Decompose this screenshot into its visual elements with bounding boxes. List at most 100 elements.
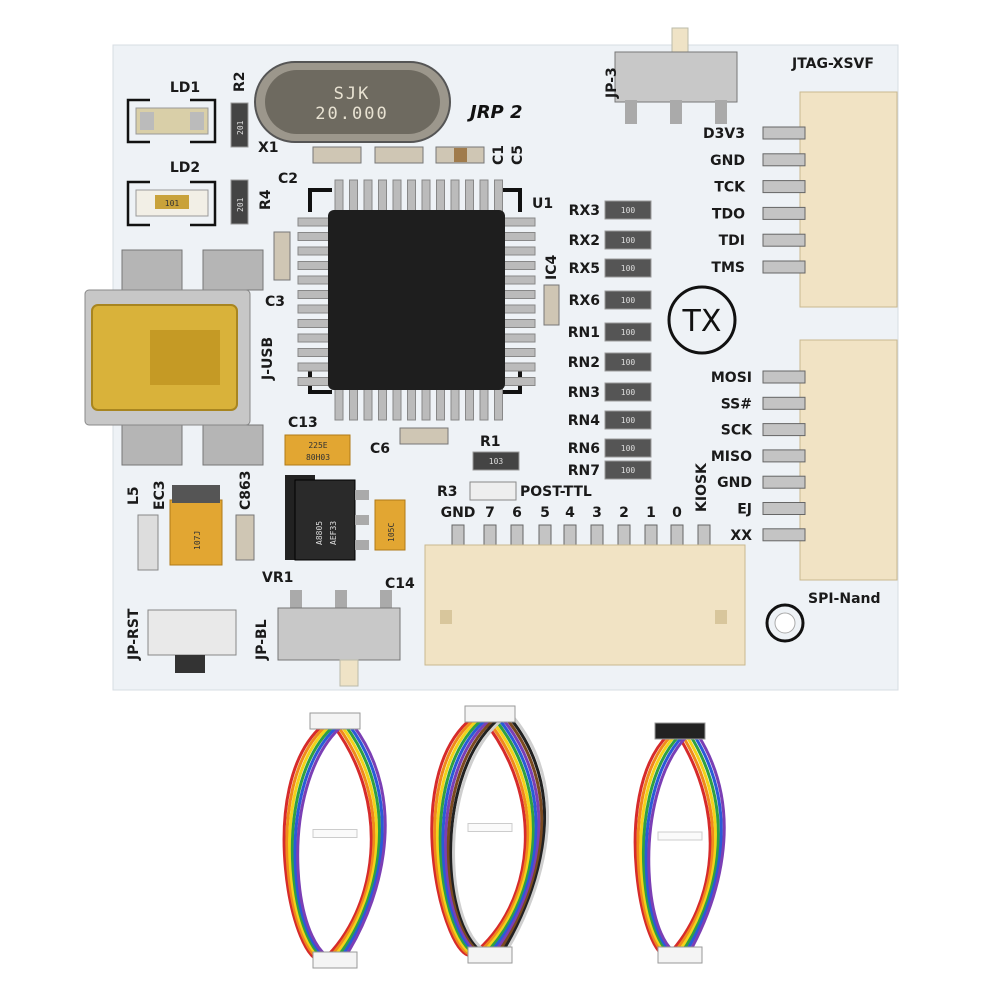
regulator-code: A8805 bbox=[315, 521, 324, 545]
rx-rn-label: RN1 bbox=[568, 325, 600, 341]
switch-jp3[interactable] bbox=[614, 27, 738, 124]
label-jp3: JP-3 bbox=[604, 67, 620, 99]
capacitor-c1 bbox=[374, 146, 424, 164]
resistor-rx6 bbox=[604, 290, 652, 310]
capacitor-c2 bbox=[312, 146, 362, 164]
spi-pin-label: EJ bbox=[737, 502, 752, 518]
chip-pin bbox=[297, 290, 331, 299]
chip-pin bbox=[502, 333, 536, 343]
switch-jp-bl[interactable] bbox=[277, 590, 401, 687]
label-c2: C2 bbox=[278, 171, 298, 187]
label-c5: C5 bbox=[510, 145, 526, 165]
led-ld1 bbox=[126, 98, 217, 144]
label-jp-rst: JP-RST bbox=[126, 608, 142, 661]
label-ld1: LD1 bbox=[170, 80, 200, 96]
jtag-pin-label: D3V3 bbox=[703, 126, 745, 142]
spi-pin bbox=[762, 528, 806, 542]
chip-pin bbox=[436, 387, 445, 421]
spi-pin-label: SS# bbox=[721, 396, 752, 412]
rn-code: 100 bbox=[621, 206, 636, 215]
jtag-pin bbox=[762, 233, 806, 247]
chip-pin bbox=[465, 179, 474, 213]
rn-code: 100 bbox=[621, 296, 636, 305]
rx-rn-label: RX6 bbox=[569, 293, 600, 309]
rx-rn-label: RN3 bbox=[568, 385, 600, 401]
rx-rn-label: RX2 bbox=[569, 233, 600, 249]
capacitor-c13 bbox=[284, 434, 351, 466]
spi-pin bbox=[762, 502, 806, 515]
resistor-rn2 bbox=[604, 352, 652, 372]
cable-dupont bbox=[633, 722, 726, 964]
crystal-label-2: 20.000 bbox=[315, 104, 388, 124]
capacitor-c14 bbox=[374, 499, 406, 551]
r2-code: 201 bbox=[236, 120, 245, 135]
post-connector[interactable] bbox=[424, 544, 746, 666]
resistor-r3 bbox=[469, 481, 517, 501]
jtag-pin-label: TDI bbox=[719, 233, 745, 249]
chip-pin bbox=[378, 387, 387, 421]
chip-pin bbox=[465, 387, 474, 421]
label-jp-bl: JP-BL bbox=[254, 619, 270, 661]
chip-pin bbox=[392, 179, 402, 213]
label-x1: X1 bbox=[258, 140, 279, 156]
chip-pin bbox=[363, 179, 373, 213]
label-r3: R3 bbox=[437, 484, 458, 500]
tx-logo-text: TX bbox=[682, 304, 722, 339]
rx-rn-label: RN4 bbox=[568, 413, 600, 429]
jtag-pin-label: TMS bbox=[711, 260, 745, 276]
label-r4: R4 bbox=[258, 189, 274, 210]
capacitor-c6 bbox=[399, 427, 449, 445]
resistor-rx5 bbox=[604, 258, 652, 278]
label-r2: R2 bbox=[232, 71, 248, 92]
switch-jp-rst[interactable] bbox=[147, 609, 237, 673]
jtag-connector[interactable] bbox=[799, 91, 898, 308]
chip-pin bbox=[297, 348, 331, 357]
rx-rn-label: RN7 bbox=[568, 463, 600, 479]
ld2-code: 101 bbox=[165, 199, 180, 208]
spi-connector[interactable] bbox=[799, 339, 898, 581]
cable-connector-top bbox=[309, 712, 361, 730]
resistor-rn7 bbox=[604, 460, 652, 480]
label-c14: C14 bbox=[385, 576, 415, 592]
cable-6pin bbox=[282, 712, 387, 969]
label-u1: U1 bbox=[532, 196, 553, 212]
chip-pin bbox=[297, 217, 331, 227]
post-pin-label: 3 bbox=[592, 505, 602, 521]
rn-code: 100 bbox=[621, 358, 636, 367]
chip-pin bbox=[502, 362, 536, 372]
rx-rn-label: RX3 bbox=[569, 203, 600, 219]
chip-pin bbox=[502, 275, 536, 285]
cable-set bbox=[282, 705, 726, 969]
rn-code: 100 bbox=[621, 388, 636, 397]
cable-tie bbox=[467, 823, 513, 832]
jtag-pin-label: TDO bbox=[712, 206, 745, 222]
chip-pin bbox=[502, 232, 536, 241]
cable-connector-bottom bbox=[312, 951, 358, 969]
rn-code: 100 bbox=[621, 444, 636, 453]
chip-pin bbox=[502, 377, 536, 386]
spi-pin-label: SCK bbox=[721, 423, 753, 439]
capacitor-ic4 bbox=[543, 284, 560, 326]
capacitor-c3 bbox=[273, 231, 291, 281]
crystal-label-1: SJK bbox=[334, 84, 371, 104]
post-pin-label: 5 bbox=[540, 505, 550, 521]
cable-connector-bottom bbox=[657, 946, 703, 964]
post-pin-label: 4 bbox=[565, 505, 575, 521]
inductor-l5 bbox=[137, 514, 159, 571]
chip-pin bbox=[494, 387, 503, 421]
usb-mini-connector bbox=[84, 249, 264, 466]
label-c863: C863 bbox=[238, 471, 254, 511]
chip-pin bbox=[450, 387, 460, 421]
spi-pin bbox=[762, 396, 806, 410]
chip-pin bbox=[297, 377, 331, 386]
rx-rn-label: RX5 bbox=[569, 261, 600, 277]
chip-pin bbox=[392, 387, 402, 421]
label-l5: L5 bbox=[126, 486, 142, 505]
label-c1: C1 bbox=[491, 145, 507, 165]
led-ld2: 101 bbox=[126, 180, 217, 227]
chip-pin bbox=[334, 179, 344, 213]
label-ld2: LD2 bbox=[170, 160, 200, 176]
